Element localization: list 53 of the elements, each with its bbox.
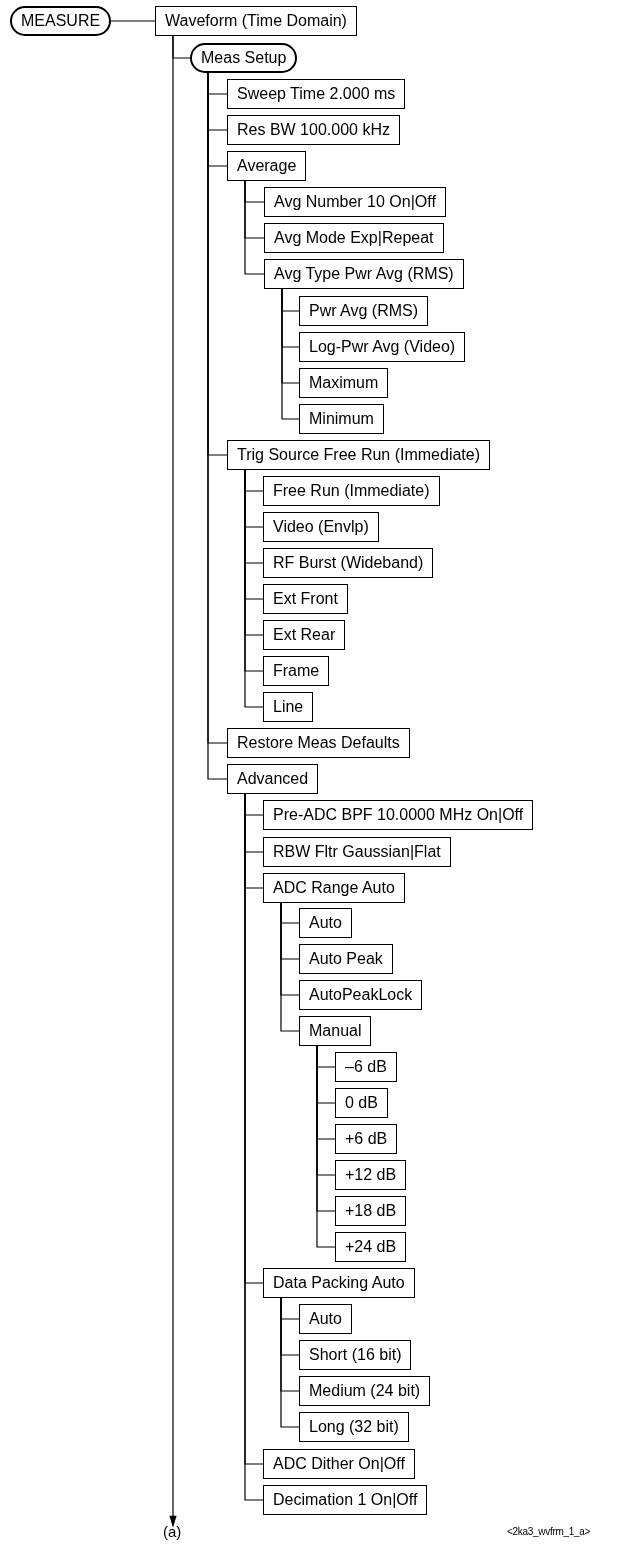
menu-key-box: MEASURE <box>10 6 112 36</box>
menu-box: Free Run (Immediate) <box>263 476 440 506</box>
menu-box: +6 dB <box>335 1124 398 1154</box>
menu-box: Data Packing Auto <box>263 1268 415 1298</box>
menu-box: Manual <box>299 1016 372 1046</box>
menu-box: –6 dB <box>335 1052 397 1082</box>
tree-connector <box>280 1297 300 1428</box>
menu-box: Auto <box>299 908 352 938</box>
menu-box: Avg Number 10 On|Off <box>264 187 446 217</box>
menu-box: Trig Source Free Run (Immediate) <box>227 440 491 470</box>
menu-box: Advanced <box>227 764 319 794</box>
tree-connector <box>281 288 300 420</box>
menu-box: RF Burst (Wideband) <box>263 548 434 578</box>
menu-box: Auto Peak <box>299 944 393 974</box>
menu-box: Ext Rear <box>263 620 346 650</box>
tree-connector <box>244 180 265 275</box>
menu-box: Short (16 bit) <box>299 1340 412 1370</box>
menu-box: Ext Front <box>263 584 348 614</box>
menu-box: Res BW 100.000 kHz <box>227 115 400 145</box>
menu-key-box: Meas Setup <box>190 43 298 73</box>
menu-box: Long (32 bit) <box>299 1412 409 1442</box>
menu-box: ADC Dither On|Off <box>263 1449 415 1479</box>
menu-box: Minimum <box>299 404 384 434</box>
menu-box: Frame <box>263 656 330 686</box>
menu-box: Line <box>263 692 314 722</box>
menu-box: Average <box>227 151 307 181</box>
menu-box: Pwr Avg (RMS) <box>299 296 429 326</box>
menu-box: Waveform (Time Domain) <box>155 6 357 36</box>
menu-box: Maximum <box>299 368 389 398</box>
menu-box: ADC Range Auto <box>263 873 405 903</box>
menu-box: Pre-ADC BPF 10.0000 MHz On|Off <box>263 800 534 830</box>
tree-connector <box>110 20 156 22</box>
tree-connector <box>244 469 264 708</box>
menu-box: Avg Mode Exp|Repeat <box>264 223 444 253</box>
menu-box: Sweep Time 2.000 ms <box>227 79 406 109</box>
menu-box: 0 dB <box>335 1088 388 1118</box>
menu-box: +18 dB <box>335 1196 407 1226</box>
menu-box: Medium (24 bit) <box>299 1376 431 1406</box>
continuation-label: (a) <box>163 1523 182 1541</box>
menu-box: Video (Envlp) <box>263 512 379 542</box>
menu-box: AutoPeakLock <box>299 980 423 1010</box>
tree-connector <box>280 902 300 1032</box>
menu-box: Auto <box>299 1304 352 1334</box>
menu-box: +24 dB <box>335 1232 407 1262</box>
menu-box: Log-Pwr Avg (Video) <box>299 332 466 362</box>
tree-connector <box>316 1045 336 1248</box>
menu-box: +12 dB <box>335 1160 407 1190</box>
figure-id-note: <2ka3_wvfrm_1_a> <box>507 1526 591 1537</box>
menu-box: Decimation 1 On|Off <box>263 1485 428 1515</box>
menu-box: RBW Fltr Gaussian|Flat <box>263 837 451 867</box>
menu-box: Avg Type Pwr Avg (RMS) <box>264 259 464 289</box>
continuation-arrow <box>169 35 177 1528</box>
menu-box: Restore Meas Defaults <box>227 728 410 758</box>
